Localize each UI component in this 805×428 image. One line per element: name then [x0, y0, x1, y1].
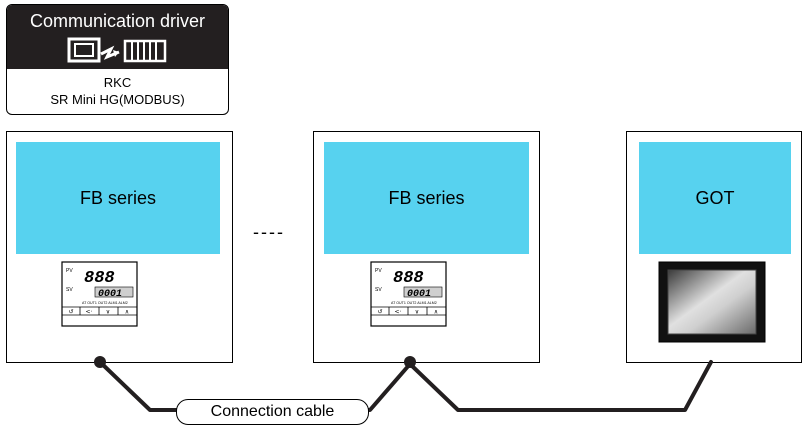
driver-header: Communication driver [7, 5, 228, 69]
device-label-got: GOT [639, 142, 791, 254]
sv-tag: SV [375, 287, 382, 293]
device-box-fb-series-1: FB series [6, 131, 233, 363]
connection-cable-label: Connection cable [176, 399, 369, 425]
device-label-fb-series-1: FB series [16, 142, 220, 254]
sv-value: 0001 [407, 289, 431, 300]
up-key: ∧ [434, 309, 438, 316]
pv-value: 888 [84, 269, 115, 288]
indicator-labels: AT OUT1 OUT2 ALM1 ALM2 [82, 301, 128, 305]
up-key: ∧ [125, 309, 129, 316]
shift-key: <· [395, 309, 402, 316]
driver-manufacturer: RKC [103, 75, 132, 90]
pv-tag: PV [66, 268, 73, 274]
mode-key: ↺ [68, 309, 73, 316]
driver-model: SR Mini HG(MODBUS) [50, 92, 185, 107]
down-key: ∨ [415, 309, 419, 316]
communication-driver-icon [67, 37, 167, 63]
down-key: ∨ [106, 309, 110, 316]
pv-tag: PV [375, 268, 382, 274]
more-devices-ellipsis: ---- [253, 222, 285, 242]
driver-title: Communication driver [29, 11, 206, 31]
temperature-controller-icon: PV 888 SV 0001 AT OUT1 OUT2 ALM1 ALM2 ↺ … [61, 261, 138, 327]
sv-tag: SV [66, 287, 73, 293]
temperature-controller-icon: PV 888 SV 0001 AT OUT1 OUT2 ALM1 ALM2 ↺ … [370, 261, 447, 327]
indicator-labels: AT OUT1 OUT2 ALM1 ALM2 [391, 301, 437, 305]
communication-driver-badge: Communication driver RKC SR Mini HG(MODB… [6, 4, 229, 115]
connector-node [94, 356, 106, 368]
device-label-fb-series-2: FB series [324, 142, 529, 254]
mode-key: ↺ [377, 309, 382, 316]
pv-value: 888 [393, 269, 424, 288]
got-panel-icon [658, 261, 766, 343]
sv-value: 0001 [98, 289, 122, 300]
shift-key: <· [86, 309, 93, 316]
connector-node [404, 356, 416, 368]
